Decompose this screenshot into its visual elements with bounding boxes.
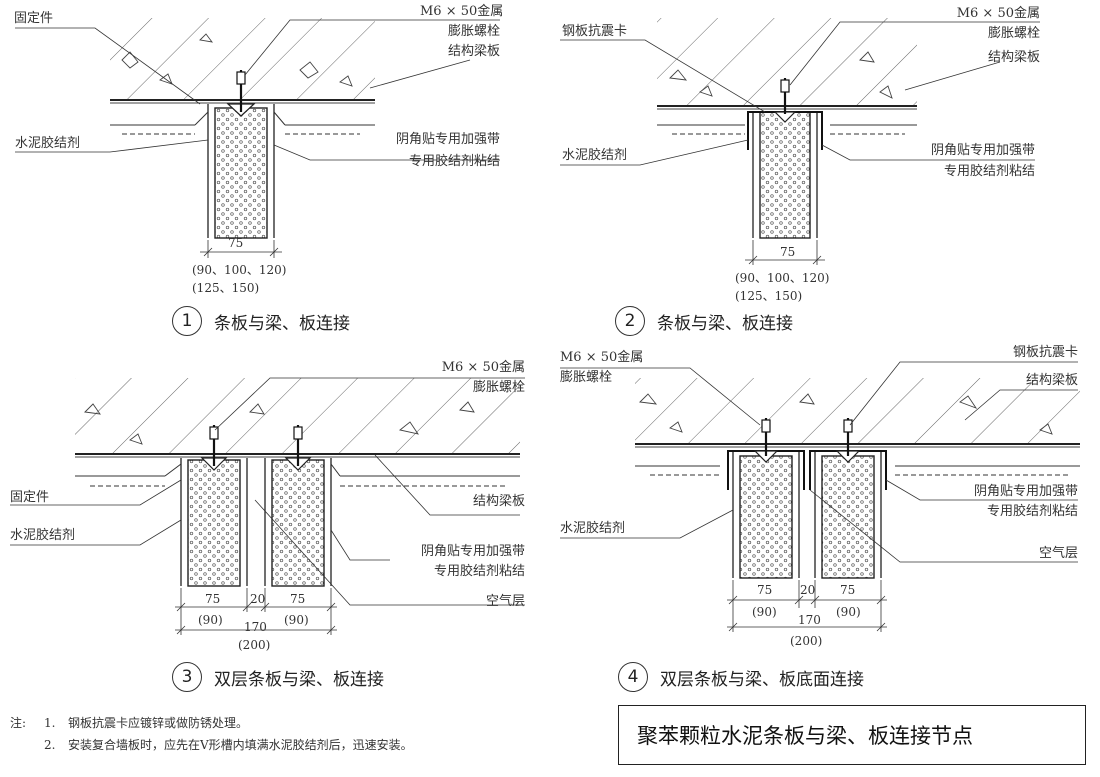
- note-row: 注: 1. 钢板抗震卡应镀锌或做防锈处理。: [10, 712, 413, 734]
- wall-panel-right: [271, 459, 325, 587]
- dim-alt-line1: (90、100、120): [192, 263, 287, 277]
- aggregate-marks: [121, 33, 353, 87]
- dim-panel-left-alt: (90): [752, 605, 777, 619]
- dim-panel-right: 75: [840, 583, 856, 597]
- label-fixing: 固定件: [14, 11, 54, 26]
- dim-width: 75: [228, 236, 244, 250]
- dim-panel-right-alt: (90): [284, 613, 309, 627]
- diagram-1: [15, 18, 500, 258]
- label-bolt-line1: M6 × 50金属: [420, 4, 504, 19]
- dim-total: 170: [798, 613, 821, 627]
- note-text: 钢板抗震卡应镀锌或做防锈处理。: [68, 716, 249, 730]
- label-bolt-line2: 膨胀螺栓: [447, 24, 500, 39]
- label-tape-line1: 阴角贴专用加强带: [930, 143, 1035, 158]
- label-slab: 结构梁板: [472, 494, 525, 509]
- wall-panel: [759, 111, 811, 239]
- note-text: 安装复合墙板时，应先在V形槽内填满水泥胶结剂后，迅速安装。: [68, 738, 413, 752]
- caption-number: 1: [172, 306, 202, 336]
- label-tape-line2: 专用胶结剂粘结: [943, 164, 1035, 179]
- caption-number: 4: [618, 662, 648, 692]
- slab-hatch: [635, 378, 1080, 444]
- label-bolt-line2: 膨胀螺栓: [560, 370, 613, 385]
- dim-width: 75: [780, 245, 796, 259]
- caption-text: 条板与梁、板连接: [657, 313, 793, 334]
- dim-alt-line2: (125、150): [735, 289, 803, 303]
- caption-4: 4 双层条板与梁、板底面连接: [618, 662, 864, 692]
- slab-hatch: [110, 18, 375, 100]
- dim-total: 170: [244, 620, 267, 634]
- dim-total-alt: (200): [238, 638, 271, 652]
- label-slab: 结构梁板: [1025, 373, 1078, 388]
- label-cement: 水泥胶结剂: [560, 521, 626, 536]
- aggregate-marks: [669, 51, 893, 99]
- notes-prefix: 注:: [10, 716, 27, 730]
- label-tape-line1: 阴角贴专用加强带: [973, 484, 1078, 499]
- dim-panel-left-alt: (90): [198, 613, 223, 627]
- label-cement: 水泥胶结剂: [562, 148, 628, 163]
- caption-2: 2 条板与梁、板连接: [615, 306, 793, 336]
- label-fixing: 固定件: [10, 490, 50, 505]
- label-bolt-line1: M6 × 50金属: [441, 360, 525, 375]
- caption-text: 条板与梁、板连接: [214, 313, 350, 334]
- caption-text: 双层条板与梁、板连接: [214, 669, 384, 690]
- diagram-3: [10, 377, 525, 635]
- caption-number: 3: [172, 662, 202, 692]
- wall-panel: [214, 107, 268, 239]
- dim-total-alt: (200): [790, 634, 823, 648]
- drawing-title-text: 聚苯颗粒水泥条板与梁、板连接节点: [637, 724, 973, 748]
- label-air-layer: 空气层: [485, 594, 525, 609]
- diagram-4: [560, 361, 1080, 632]
- caption-1: 1 条板与梁、板连接: [172, 306, 350, 336]
- dim-gap: 20: [800, 583, 816, 597]
- label-tape-line1: 阴角贴专用加强带: [420, 544, 525, 559]
- dim-panel-left: 75: [205, 592, 221, 606]
- diagram-2: [560, 18, 1040, 265]
- dim-panel-right-alt: (90): [836, 605, 861, 619]
- label-air-layer: 空气层: [1038, 546, 1078, 561]
- caption-text: 双层条板与梁、板底面连接: [660, 669, 864, 690]
- label-tape-line2: 专用胶结剂粘结: [433, 564, 525, 579]
- note-row: 2. 安装复合墙板时，应先在V形槽内填满水泥胶结剂后，迅速安装。: [10, 734, 413, 756]
- label-tape-line1: 阴角贴专用加强带: [395, 132, 500, 147]
- wall-panel-left: [187, 459, 241, 587]
- aggregate-marks: [639, 393, 1053, 435]
- dim-gap: 20: [250, 592, 266, 606]
- wall-panel-right: [821, 455, 875, 579]
- note-number: 1.: [44, 716, 56, 730]
- label-tape-line2: 专用胶结剂粘结: [408, 154, 500, 169]
- label-tape-line2: 专用胶结剂粘结: [986, 504, 1078, 519]
- aggregate-marks: [84, 401, 475, 445]
- dim-panel-left: 75: [757, 583, 773, 597]
- label-cement: 水泥胶结剂: [10, 528, 76, 543]
- label-bolt-line2: 膨胀螺栓: [987, 26, 1040, 41]
- drawing-title: 聚苯颗粒水泥条板与梁、板连接节点: [618, 705, 1086, 765]
- caption-3: 3 双层条板与梁、板连接: [172, 662, 384, 692]
- wall-panel-left: [739, 455, 793, 579]
- label-cement: 水泥胶结剂: [15, 136, 81, 151]
- label-bolt-line1: M6 × 50金属: [956, 6, 1040, 21]
- notes: 注: 1. 钢板抗震卡应镀锌或做防锈处理。 2. 安装复合墙板时，应先在V形槽内…: [10, 712, 413, 756]
- note-number: 2.: [44, 738, 56, 752]
- dim-alt-line2: (125、150): [192, 281, 260, 295]
- dim-alt-line1: (90、100、120): [735, 271, 830, 285]
- dim-panel-right: 75: [290, 592, 306, 606]
- caption-number: 2: [615, 306, 645, 336]
- label-steel-clip: 钢板抗震卡: [1012, 345, 1078, 360]
- label-bolt-line1: M6 × 50金属: [560, 350, 644, 365]
- label-slab: 结构梁板: [987, 50, 1040, 65]
- label-steel-clip: 钢板抗震卡: [562, 24, 628, 39]
- label-bolt-line2: 膨胀螺栓: [472, 380, 525, 395]
- slab-hatch: [657, 18, 917, 106]
- label-slab: 结构梁板: [447, 44, 500, 59]
